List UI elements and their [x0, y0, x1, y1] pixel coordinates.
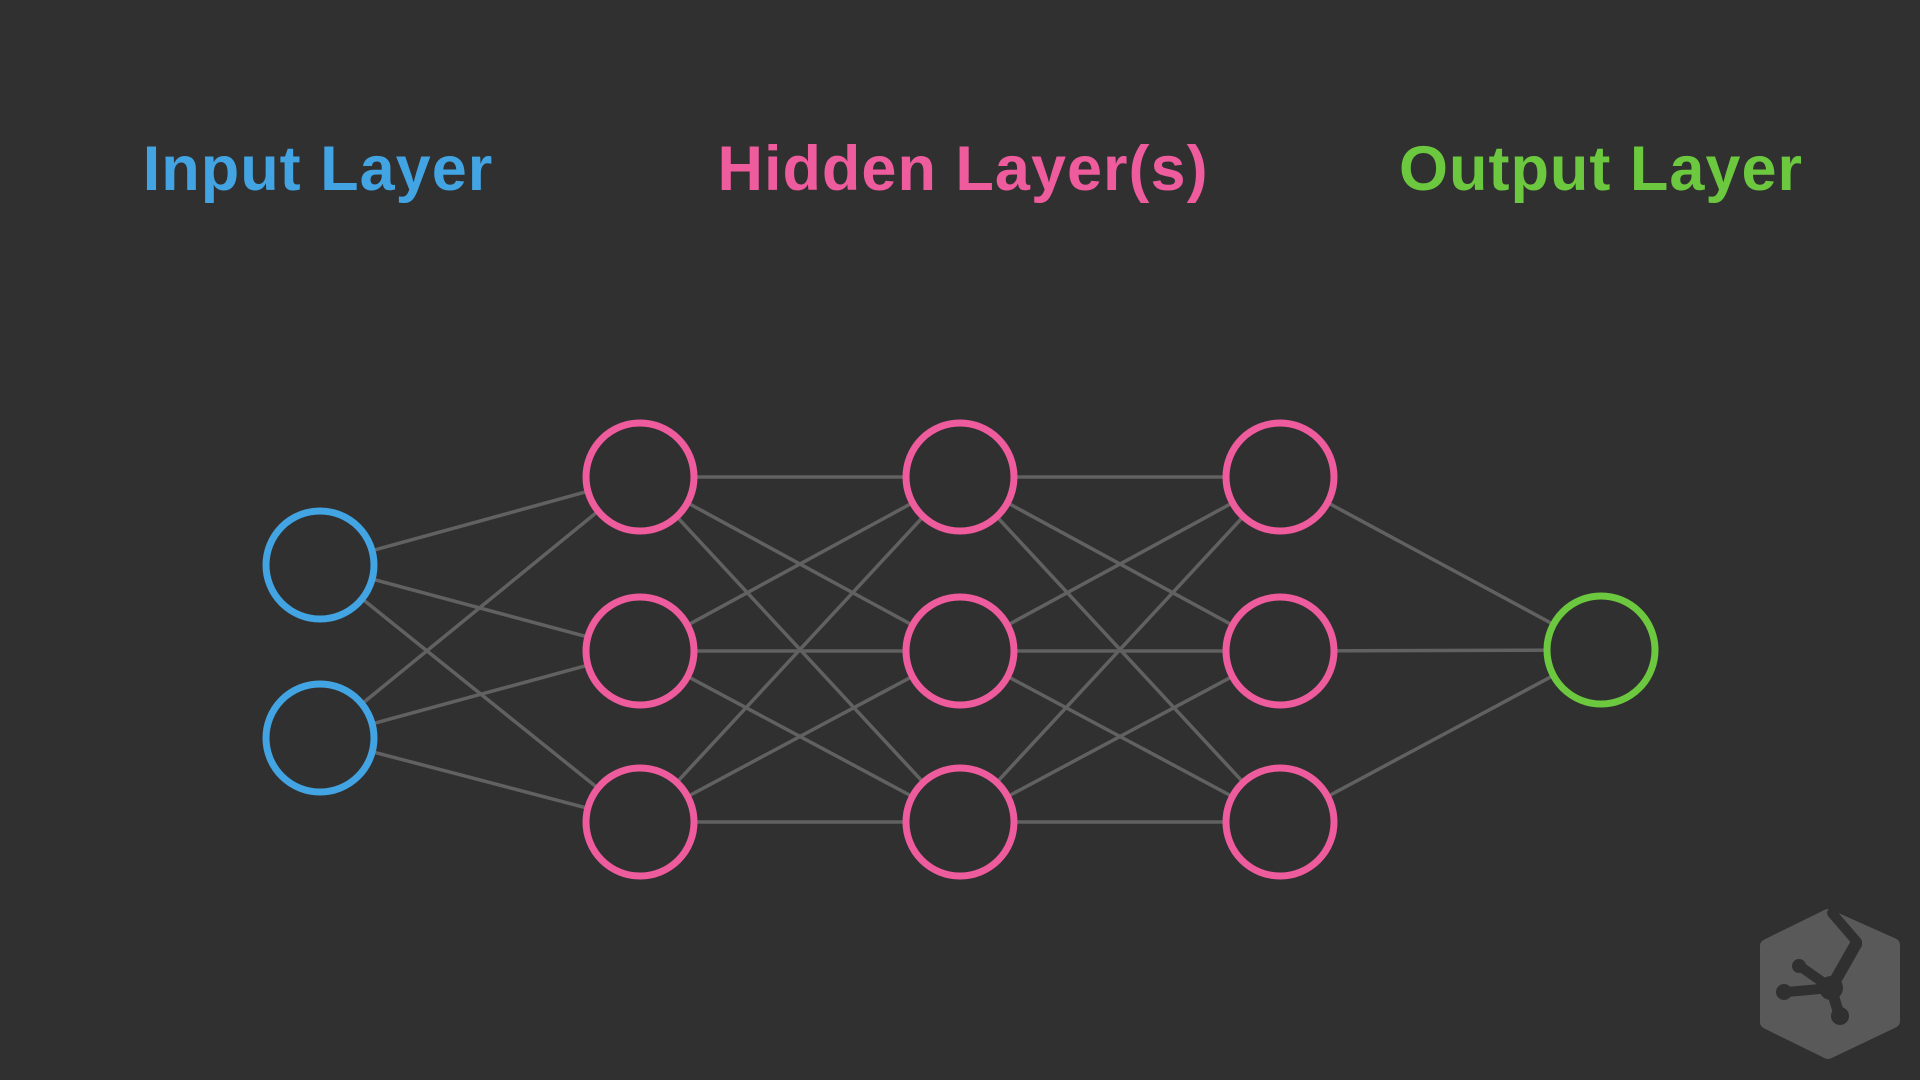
logo-footprint-cutout: [1776, 908, 1862, 1025]
node-circles: [262, 419, 1659, 880]
node-input-2: [262, 680, 378, 796]
edge-hidden-3-3-to-output-1: [1279, 648, 1602, 824]
node-hidden-1-2: [582, 593, 698, 709]
hexagon-footprint-logo-icon: [1760, 908, 1900, 1059]
node-hidden-2-1: [902, 419, 1018, 535]
edge-hidden-2-3-to-hidden-3-1: [958, 475, 1282, 824]
node-input-1: [262, 507, 378, 623]
node-hidden-2-2: [902, 593, 1018, 709]
edge-hidden-1-2-to-hidden-2-1: [639, 475, 961, 653]
node-hidden-2-3: [902, 764, 1018, 880]
node-hidden-1-3: [582, 764, 698, 880]
output-layer-label: Output Layer: [1398, 134, 1804, 204]
node-hidden-3-2: [1222, 593, 1338, 709]
node-hidden-3-3: [1222, 764, 1338, 880]
edge-hidden-1-3-to-hidden-2-1: [638, 475, 962, 824]
input-layer-label: Input Layer: [142, 134, 494, 204]
edge-hidden-3-1-to-output-1: [1279, 475, 1602, 652]
edge-hidden-2-2-to-hidden-3-1: [959, 475, 1281, 653]
node-output-1: [1543, 592, 1659, 708]
node-hidden-3-1: [1222, 419, 1338, 535]
edge-input-2-to-hidden-1-1: [318, 475, 642, 740]
edge-hidden-2-3-to-hidden-3-2: [959, 649, 1281, 824]
hidden-layer-label: Hidden Layer(s): [717, 134, 1209, 204]
edge-hidden-1-3-to-hidden-2-2: [639, 649, 961, 824]
node-hidden-1-1: [582, 419, 698, 535]
